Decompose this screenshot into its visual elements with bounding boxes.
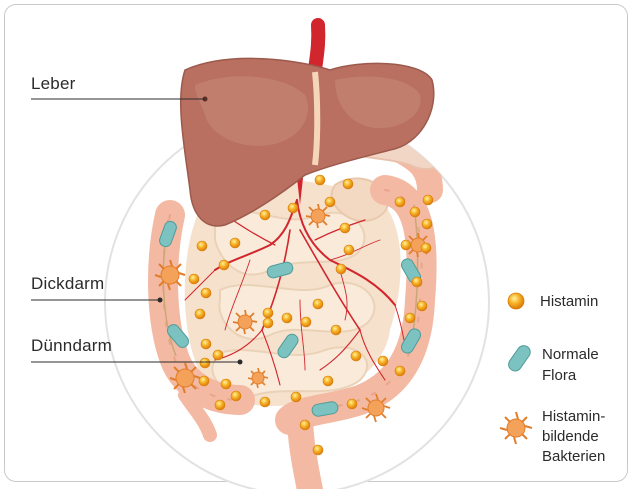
legend-flora-line1: Normale bbox=[542, 345, 599, 364]
histamine-legend-icon bbox=[508, 293, 524, 309]
bacteria-legend-icon bbox=[500, 412, 532, 444]
label-leber: Leber bbox=[31, 74, 75, 94]
flora-legend-icon bbox=[506, 343, 533, 373]
legend-histamin: Histamin bbox=[540, 292, 598, 311]
legend-bacteria-line3: Bakterien bbox=[542, 447, 605, 466]
legend-bacteria-line1: Histamin- bbox=[542, 407, 605, 426]
legend-flora-line2: Flora bbox=[542, 366, 576, 385]
label-dickdarm: Dickdarm bbox=[31, 274, 104, 294]
label-duenndarm: Dünndarm bbox=[31, 336, 112, 356]
legend-bacteria-line2: bildende bbox=[542, 427, 599, 446]
